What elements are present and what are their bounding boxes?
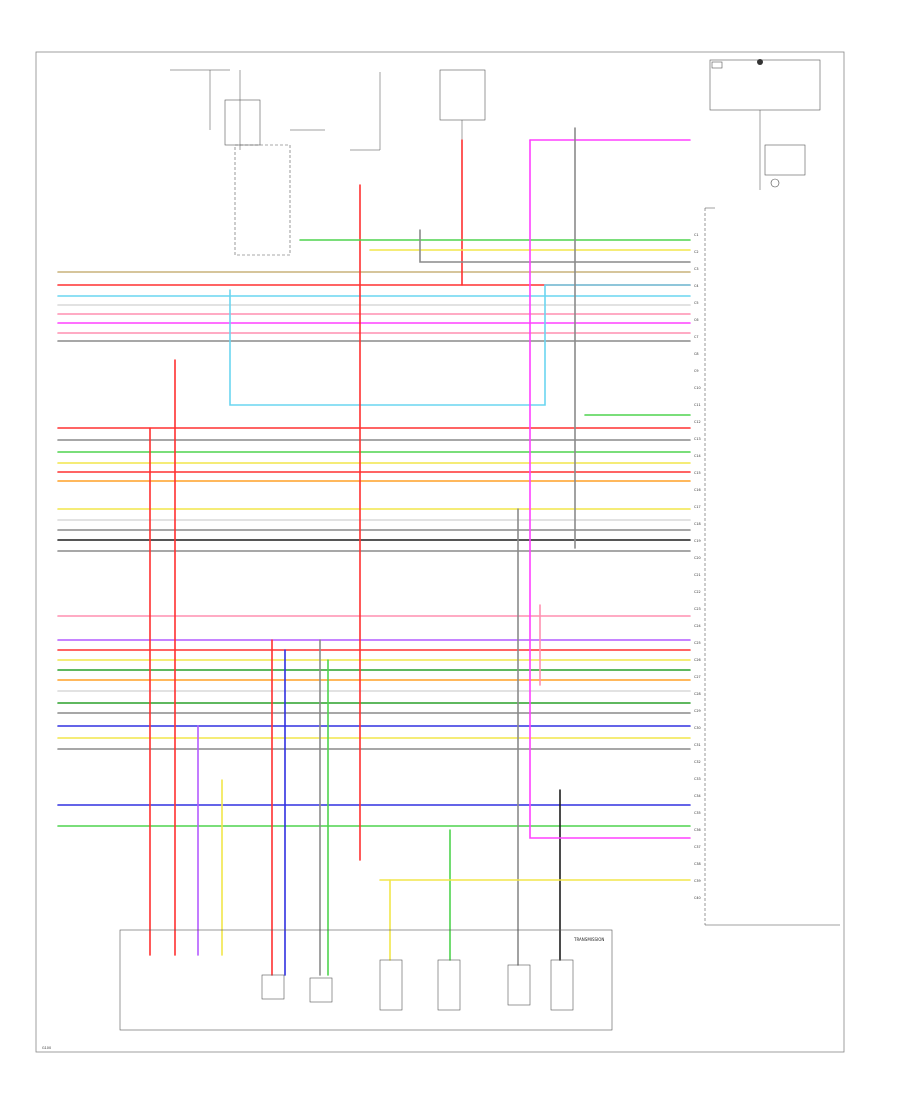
ground-symbol: G100 bbox=[42, 1046, 51, 1050]
pcm-pin-label: C4 bbox=[694, 284, 699, 288]
pcm-pin-label: C3 bbox=[694, 267, 699, 271]
pcm-pin-label: C39 bbox=[694, 879, 701, 883]
pcm-pin-label: C9 bbox=[694, 369, 699, 373]
pcm-pin-label: C32 bbox=[694, 760, 701, 764]
fuse-relay-area bbox=[170, 69, 486, 256]
pcm-pin-label: C24 bbox=[694, 624, 701, 628]
pcm-pin-label: C18 bbox=[694, 522, 701, 526]
gray-sensor bbox=[419, 229, 691, 263]
pcm-pin-label: C23 bbox=[694, 607, 701, 611]
diagram-frame bbox=[35, 51, 845, 1053]
pcm-pin-label: C40 bbox=[694, 896, 701, 900]
transmission-label: TRANSMISSION bbox=[573, 937, 604, 942]
pcm-connector bbox=[704, 207, 840, 926]
pcm-pin-label: C5 bbox=[694, 301, 699, 305]
wire-layer bbox=[57, 127, 691, 976]
pcm-pin-label: C19 bbox=[694, 539, 701, 543]
ground-label: G100 bbox=[42, 1046, 51, 1050]
pcm-pin-label: C25 bbox=[694, 641, 701, 645]
pcm-pin-label: C35 bbox=[694, 811, 701, 815]
lt-blue-route bbox=[229, 284, 691, 406]
pcm-pin-label: C10 bbox=[694, 386, 701, 390]
pcm-pin-label: C29 bbox=[694, 709, 701, 713]
pcm-pin-label: C31 bbox=[694, 743, 701, 747]
pcm-pin-label: C13 bbox=[694, 437, 701, 441]
pcm-pin-label: C30 bbox=[694, 726, 701, 730]
pcm-pin-label: C1 bbox=[694, 233, 699, 237]
pcm-pin-label: C26 bbox=[694, 658, 701, 662]
pcm-pin-label: C37 bbox=[694, 845, 701, 849]
pcm-pin-label: C8 bbox=[694, 352, 699, 356]
pcm-pin-label: C14 bbox=[694, 454, 701, 458]
pcm-pin-label: C17 bbox=[694, 505, 701, 509]
pcm-pin-label: C11 bbox=[694, 403, 701, 407]
fuel-tank-module bbox=[709, 59, 821, 190]
pcm-pin-label: C28 bbox=[694, 692, 701, 696]
pcm-pin-label: C15 bbox=[694, 471, 701, 475]
pcm-pin-label: C20 bbox=[694, 556, 701, 560]
pcm-pin-label: C38 bbox=[694, 862, 701, 866]
magenta-level-return bbox=[529, 139, 691, 839]
pcm-pin-label: C16 bbox=[694, 488, 701, 492]
transmission-box: TRANSMISSION bbox=[119, 929, 613, 1031]
pcm-pin-label: C21 bbox=[694, 573, 701, 577]
pcm-pin-label: C33 bbox=[694, 777, 701, 781]
pcm-pin-label: C34 bbox=[694, 794, 701, 798]
pcm-pin-label: C27 bbox=[694, 675, 701, 679]
pcm-pin-list: C1C2C3C4C5C6C7C8C9C10C11C12C13C14C15C16C… bbox=[694, 233, 701, 900]
pcm-pin-label: C12 bbox=[694, 420, 701, 424]
pcm-pin-label: C22 bbox=[694, 590, 701, 594]
pcm-pin-label: C6 bbox=[694, 318, 699, 322]
pcm-pin-label: C7 bbox=[694, 335, 699, 339]
pcm-pin-label: C2 bbox=[694, 250, 699, 254]
pcm-pin-label: C36 bbox=[694, 828, 701, 832]
